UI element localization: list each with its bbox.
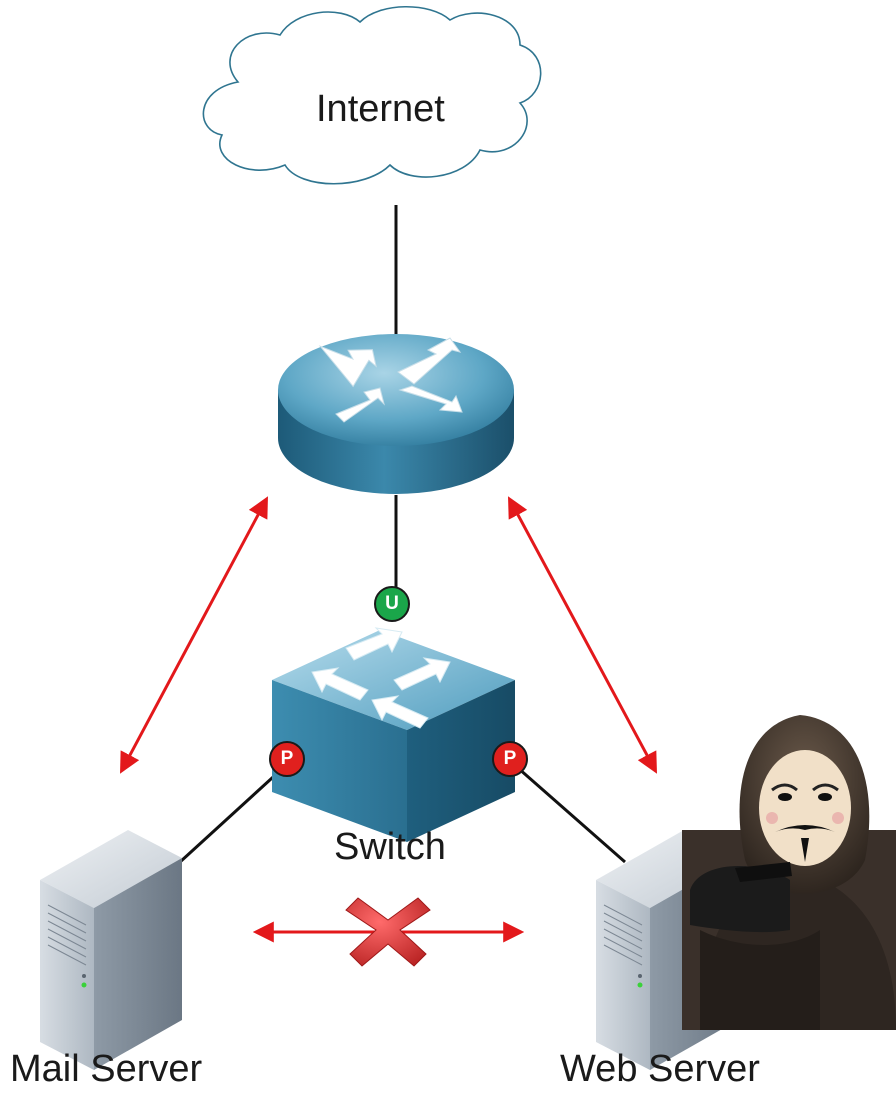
cloud-icon xyxy=(202,5,542,185)
switch-mail-server-link xyxy=(178,766,285,864)
web-server-label: Web Server xyxy=(560,1048,760,1090)
router-icon xyxy=(278,334,514,494)
blocked-x-icon xyxy=(345,897,431,967)
switch-label: Switch xyxy=(334,826,446,868)
switch-web-server-link xyxy=(517,766,626,864)
mail-server-label: Mail Server xyxy=(10,1048,203,1090)
mail-to-router-arrow xyxy=(120,496,268,774)
mail-server-icon xyxy=(40,830,182,1070)
web-to-router-arrow xyxy=(508,496,657,774)
right-port-badge: P xyxy=(492,741,528,777)
internet-label: Internet xyxy=(316,88,445,130)
uplink-port-badge: U xyxy=(374,586,410,622)
switch-icon xyxy=(272,627,515,842)
left-port-badge: P xyxy=(269,741,305,777)
attacker-image xyxy=(682,715,896,1030)
